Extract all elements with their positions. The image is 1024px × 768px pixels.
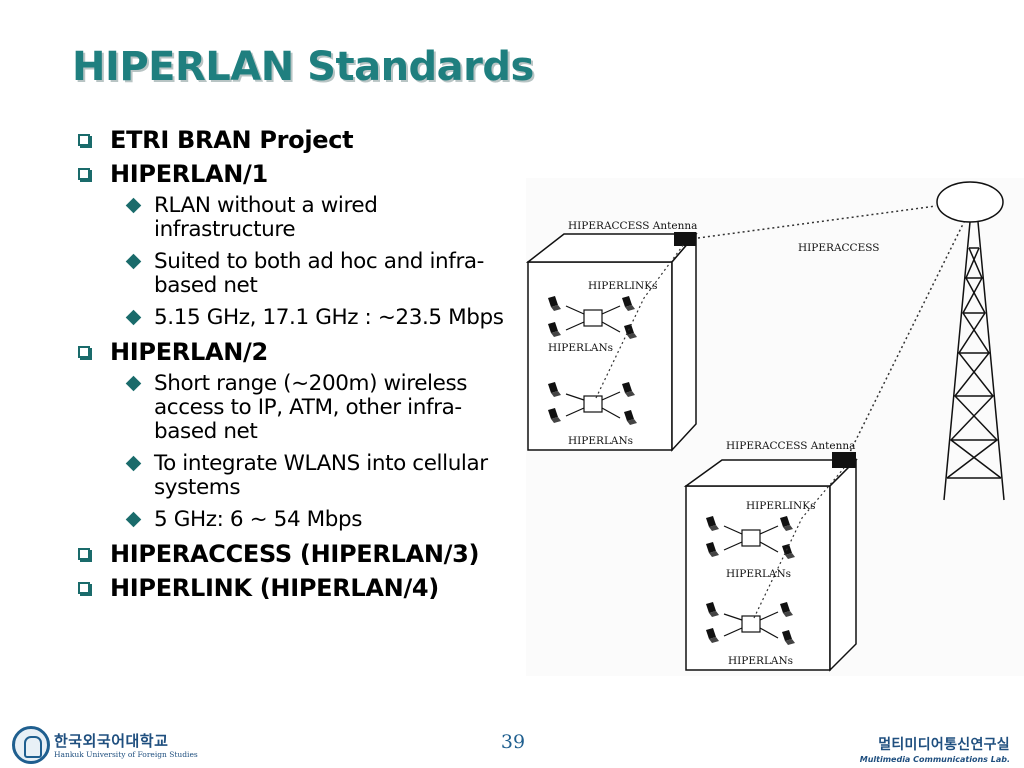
label-hiperlans-top-2: HIPERLANs [568,435,633,447]
lab-name-korean: 멀티미디어통신연구실 [878,737,1010,753]
bullet-text: HIPERLINK (HIPERLAN/4) [110,574,439,602]
university-name-korean: 한국외국어대학교 [54,732,169,750]
bullet-text: ETRI BRAN Project [110,126,354,154]
lan-cell-bottom-lower [723,611,779,639]
sub-bullet-item: 5.15 GHz, 17.1 GHz : ~23.5 Mbps [74,306,504,330]
sub-bullet-text: Short range (~200m) wireless access to I… [154,371,468,444]
label-antenna-top: HIPERACCESS Antenna [568,220,697,232]
label-antenna-bottom: HIPERACCESS Antenna [726,440,855,452]
hiperlan-diagram: HIPERACCESS Antenna HIPERACCESS HIPERLIN… [526,178,1024,676]
building-top [526,231,698,452]
diamond-bullet-icon [125,197,142,214]
label-hiperlinks-top: HIPERLINKs [588,280,657,292]
hiperlink-top [595,243,685,399]
bullet-list: ETRI BRAN Project HIPERLAN/1 RLAN withou… [74,126,504,608]
university-seal-icon [12,726,50,764]
sub-bullet-text: 5.15 GHz, 17.1 GHz : ~23.5 Mbps [154,305,504,330]
label-hiperlans-bottom-2: HIPERLANs [728,655,793,667]
bullet-text: HIPERLAN/2 [110,338,268,366]
sub-bullet-item: Suited to both ad hoc and infra-based ne… [74,250,504,298]
bullet-item: HIPERACCESS (HIPERLAN/3) [74,540,504,569]
bullet-item: HIPERLAN/1 [74,160,504,189]
lab-logo: 멀티미디어통신연구실 Multimedia Communications Lab… [860,734,1010,764]
sub-bullet-text: Suited to both ad hoc and infra-based ne… [154,249,485,298]
slide-title: HIPERLAN Standards [72,44,534,90]
bullet-item: HIPERLINK (HIPERLAN/4) [74,574,504,603]
checkbox-bullet-icon [78,548,90,560]
sub-bullet-item: To integrate WLANS into cellular systems [74,452,504,500]
lab-name-english: Multimedia Communications Lab. [859,755,1010,764]
hiperaccess-link-bottom [845,217,967,461]
label-hiperlans-bottom-1: HIPERLANs [726,568,791,580]
sub-bullet-text: RLAN without a wired infrastructure [154,193,378,242]
checkbox-bullet-icon [78,346,90,358]
antenna-top-icon [674,232,696,246]
diamond-bullet-icon [125,455,142,472]
lan-cell-top-upper [565,305,621,333]
bullet-text: HIPERACCESS (HIPERLAN/3) [110,540,480,568]
bullet-text: HIPERLAN/1 [110,160,268,188]
building-bottom [683,458,858,672]
sub-bullet-text: To integrate WLANS into cellular systems [154,451,488,500]
diamond-bullet-icon [125,375,142,392]
bullet-item: ETRI BRAN Project [74,126,504,155]
checkbox-bullet-icon [78,134,90,146]
sub-bullet-item: RLAN without a wired infrastructure [74,194,504,242]
diamond-bullet-icon [125,309,142,326]
university-logo: 한국외국어대학교 Hankuk University of Foreign St… [12,726,202,768]
hiperaccess-link-top [697,205,937,239]
lan-cell-top-lower [565,391,621,419]
hiperaccess-tower [936,181,1005,501]
antenna-bottom-icon [832,452,856,468]
sub-bullet-item: 5 GHz: 6 ~ 54 Mbps [74,508,504,532]
label-hiperlinks-bottom: HIPERLINKs [746,500,815,512]
label-hiperaccess: HIPERACCESS [798,242,879,254]
diamond-bullet-icon [125,253,142,270]
sub-bullet-item: Short range (~200m) wireless access to I… [74,372,504,444]
label-hiperlans-top-1: HIPERLANs [548,342,613,354]
university-name-english: Hankuk University of Foreign Studies [54,750,198,759]
checkbox-bullet-icon [78,582,90,594]
sub-bullet-text: 5 GHz: 6 ~ 54 Mbps [154,507,363,532]
bullet-item: HIPERLAN/2 [74,338,504,367]
hiperlink-bottom [753,467,845,619]
diamond-bullet-icon [125,511,142,528]
checkbox-bullet-icon [78,168,90,180]
page-number: 39 [500,731,526,753]
lan-cell-bottom-upper [723,525,779,553]
